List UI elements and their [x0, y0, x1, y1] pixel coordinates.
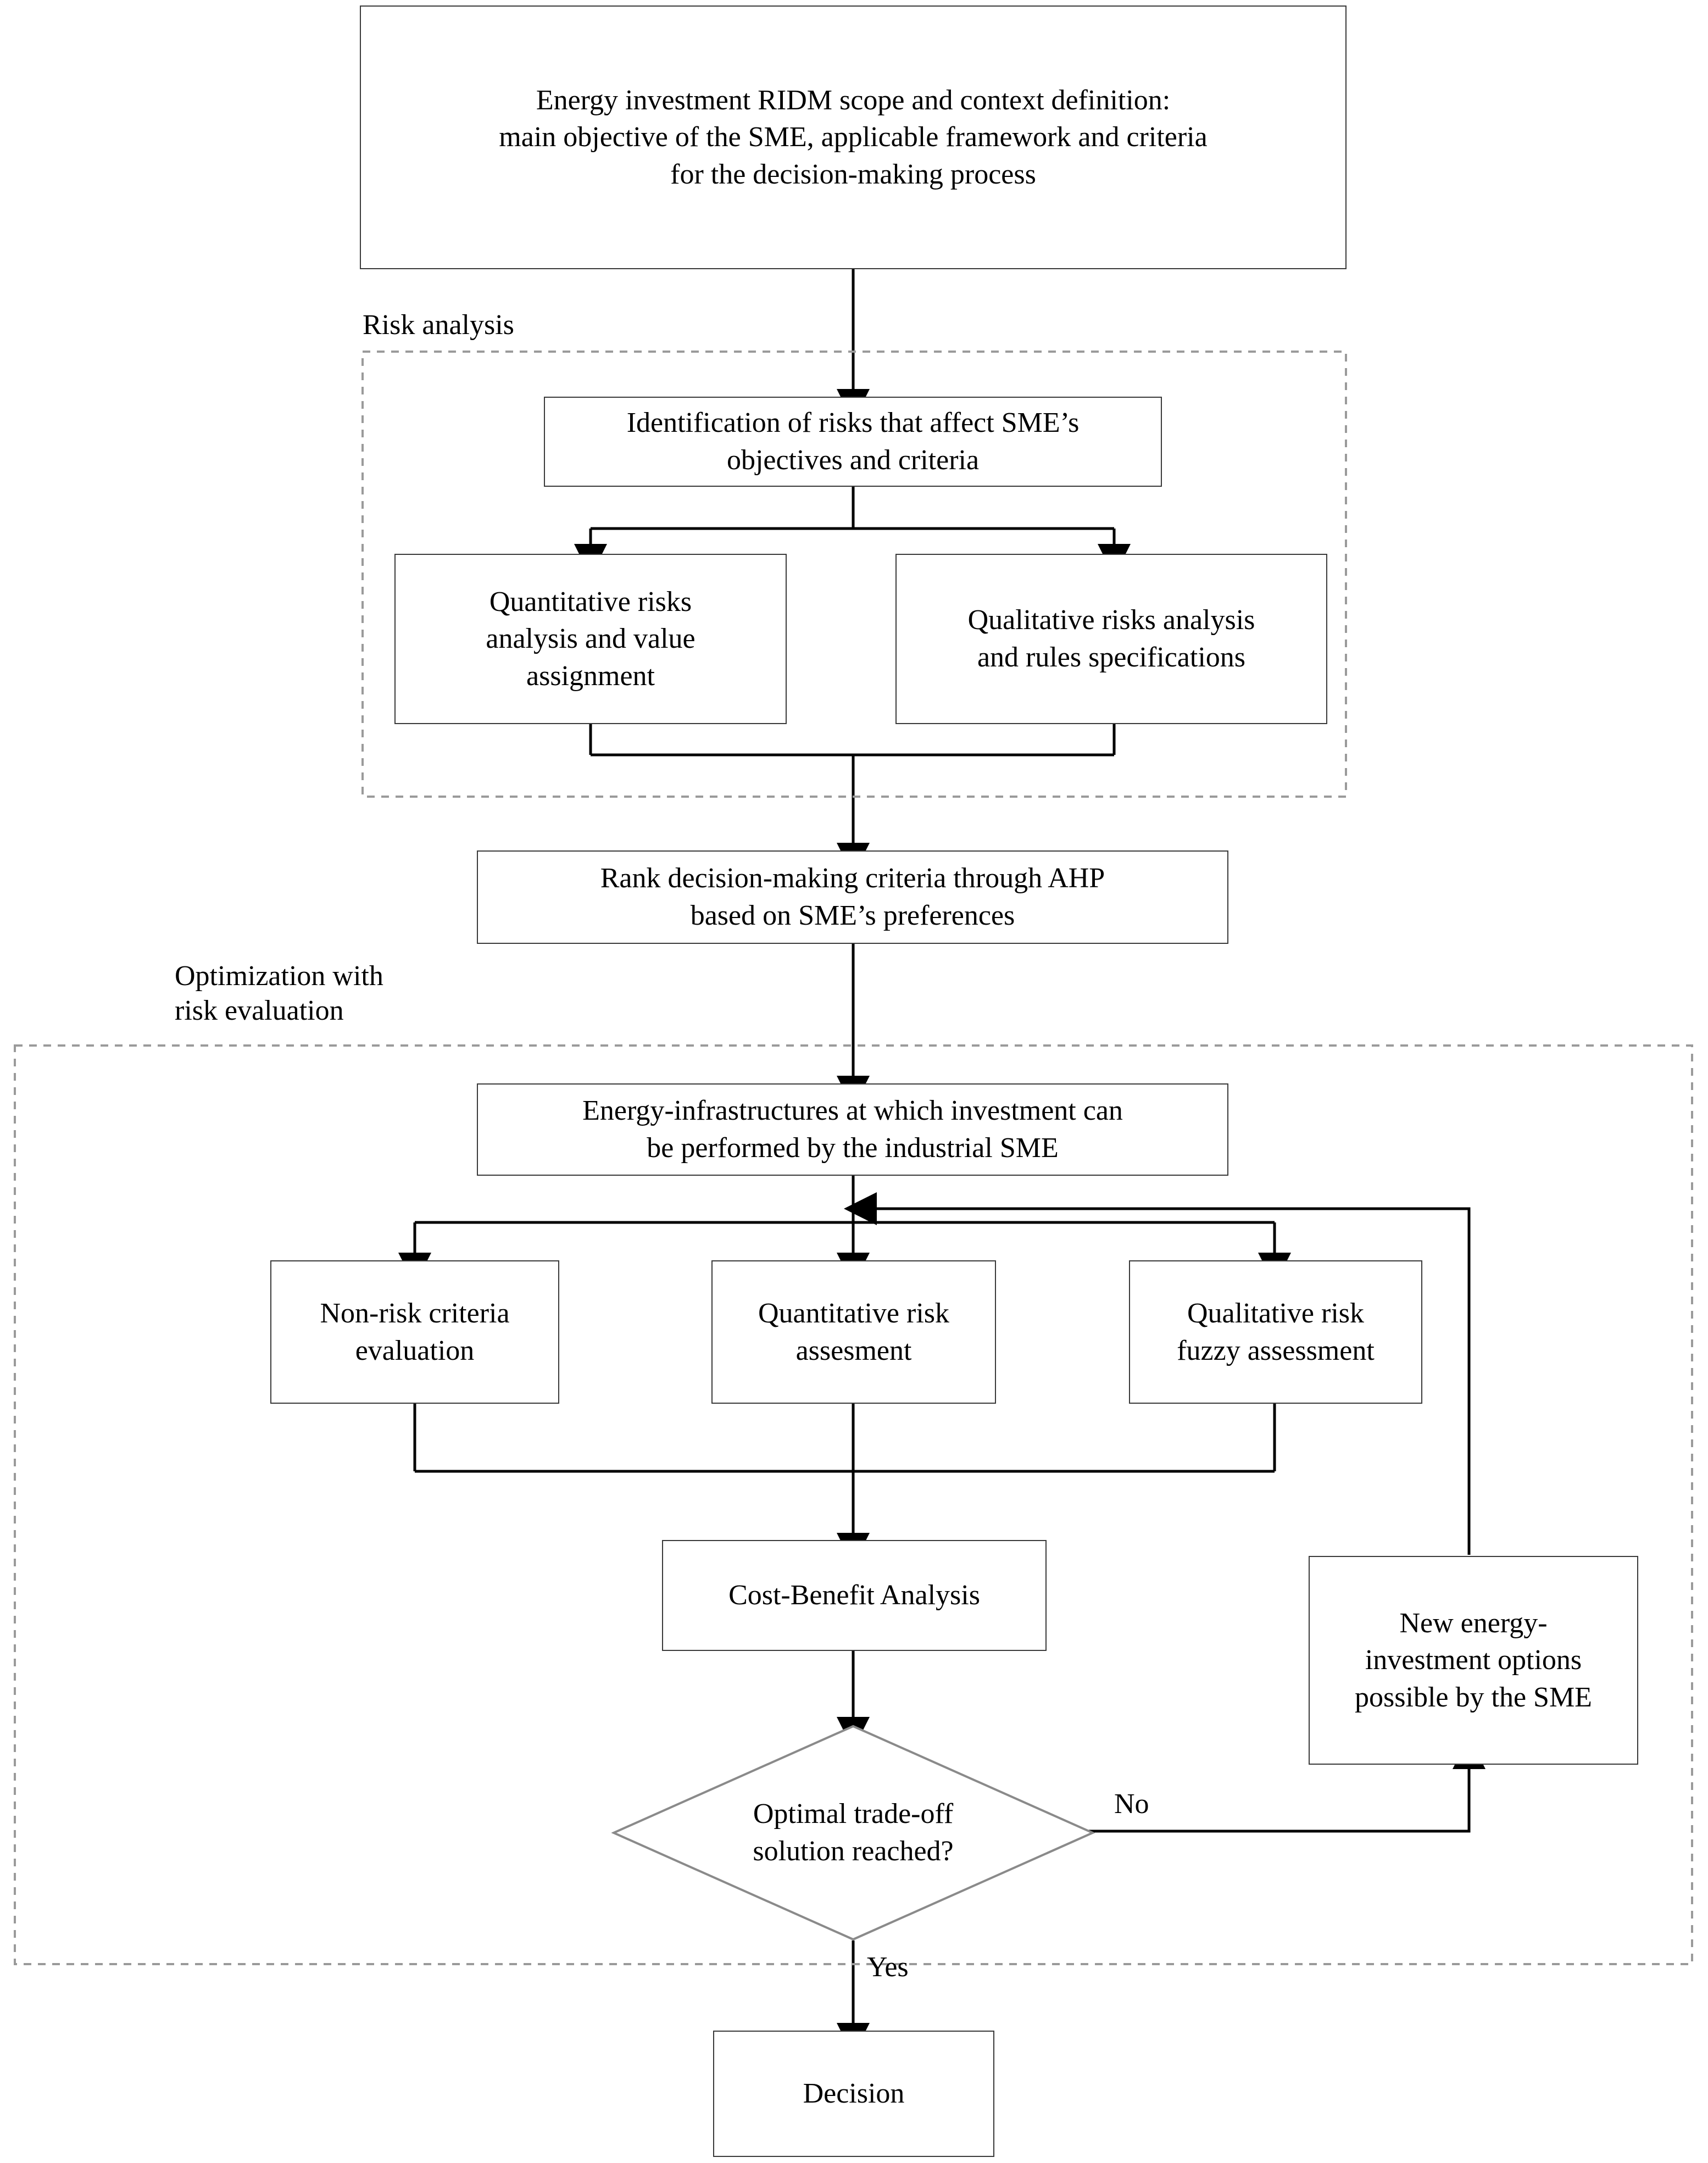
- node-new-options-label: New energy- investment options possible …: [1355, 1607, 1592, 1713]
- group-label-optimization: Optimization with risk evaluation: [175, 960, 383, 1027]
- node-qualitative-risk-fuzzy-assessment[interactable]: Qualitative risk fuzzy assessment: [1129, 1260, 1422, 1404]
- node-cost-benefit-label: Cost-Benefit Analysis: [728, 1580, 980, 1611]
- node-quantitative-risk-assessment[interactable]: Quantitative risk assesment: [711, 1260, 996, 1404]
- node-rank-criteria-ahp[interactable]: Rank decision-making criteria through AH…: [477, 850, 1228, 944]
- node-new-energy-investment-options[interactable]: New energy- investment options possible …: [1309, 1556, 1638, 1765]
- node-decision-label: Decision: [803, 2078, 905, 2110]
- node-scope-label: Energy investment RIDM scope and context…: [499, 84, 1208, 190]
- group-label-risk-analysis: Risk analysis: [363, 309, 514, 341]
- node-quant-assessment-label: Quantitative risk assesment: [758, 1297, 950, 1366]
- node-decision[interactable]: Decision: [713, 2031, 994, 2157]
- node-quantitative-risks-analysis[interactable]: Quantitative risks analysis and value as…: [394, 554, 787, 724]
- edge-label-no: No: [1114, 1788, 1149, 1820]
- node-infrastructures-label: Energy-infrastructures at which investme…: [582, 1095, 1123, 1164]
- node-non-risk-label: Non-risk criteria evaluation: [320, 1297, 510, 1366]
- node-scope-and-context[interactable]: Energy investment RIDM scope and context…: [360, 5, 1347, 269]
- node-qual-risks-label: Qualitative risks analysis and rules spe…: [967, 604, 1255, 673]
- node-identification-of-risks[interactable]: Identification of risks that affect SME’…: [544, 397, 1162, 487]
- node-optimal-trade-off-decision[interactable]: Optimal trade-off solution reached?: [611, 1724, 1095, 1942]
- diamond-shape: [611, 1725, 1095, 1941]
- node-optimal-label: Optimal trade-off solution reached?: [753, 1798, 954, 1867]
- node-quant-risks-label: Quantitative risks analysis and value as…: [486, 586, 696, 692]
- node-cost-benefit-analysis[interactable]: Cost-Benefit Analysis: [662, 1540, 1047, 1651]
- node-energy-infrastructures[interactable]: Energy-infrastructures at which investme…: [477, 1083, 1228, 1176]
- node-qual-assessment-label: Qualitative risk fuzzy assessment: [1177, 1297, 1375, 1366]
- node-qualitative-risks-analysis[interactable]: Qualitative risks analysis and rules spe…: [895, 554, 1327, 724]
- node-non-risk-criteria-evaluation[interactable]: Non-risk criteria evaluation: [270, 1260, 559, 1404]
- node-identification-label: Identification of risks that affect SME’…: [626, 407, 1080, 476]
- node-ahp-label: Rank decision-making criteria through AH…: [600, 863, 1105, 931]
- edge-label-yes: Yes: [867, 1951, 909, 1983]
